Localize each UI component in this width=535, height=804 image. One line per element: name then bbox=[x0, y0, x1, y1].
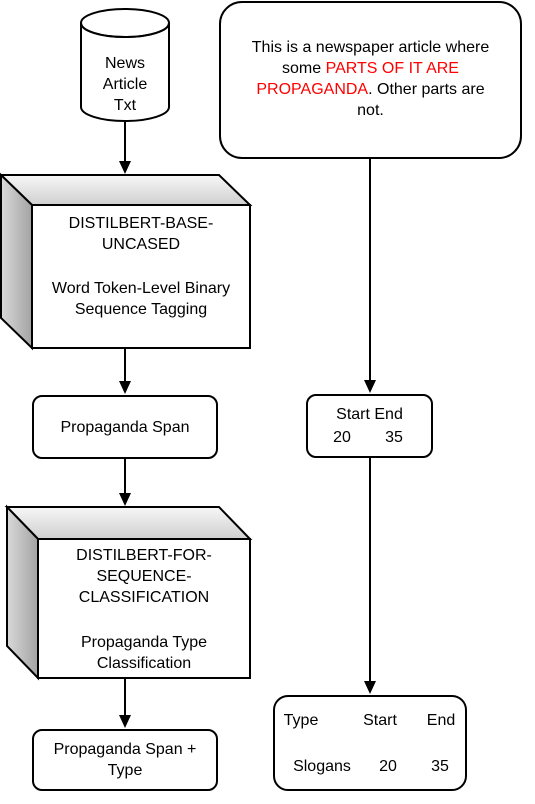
example-result-box bbox=[273, 695, 467, 791]
distilbert-seq-title-line-3: CLASSIFICATION bbox=[78, 589, 210, 606]
left-flow-arrows bbox=[119, 121, 131, 728]
span-type-box bbox=[32, 729, 218, 791]
distilbert-seq-title-line-1: DISTILBERT-FOR- bbox=[76, 547, 212, 564]
example-article-highlight-1: PARTS OF IT ARE bbox=[325, 60, 459, 77]
span-type-line-2: Type bbox=[107, 762, 143, 779]
database-label-line-3: Txt bbox=[113, 97, 137, 114]
news-article-database-label: News Article Txt bbox=[81, 53, 169, 116]
span-type-line-1: Propaganda Span + bbox=[53, 741, 197, 758]
distilbert-seq-title-line-2: SEQUENCE- bbox=[96, 568, 192, 585]
example-span-header: Start End bbox=[336, 406, 403, 423]
arrow-base-to-span-head bbox=[119, 381, 131, 394]
arrow-span-to-result-head bbox=[364, 681, 376, 694]
distilbert-base-box-front bbox=[31, 204, 251, 349]
distilbert-seq-box-front bbox=[37, 538, 251, 679]
example-article-line-3: PROPAGANDA. Other parts are bbox=[220, 79, 521, 100]
propaganda-span-label: Propaganda Span bbox=[60, 419, 190, 436]
arrow-seq-to-result-head bbox=[119, 715, 131, 728]
propaganda-span-box bbox=[32, 395, 218, 459]
distilbert-base-box-side bbox=[0, 172, 33, 351]
example-span-start: 20 bbox=[333, 429, 351, 446]
distilbert-seq-task-line-2: Classification bbox=[96, 655, 192, 672]
distilbert-base-title-line-2: UNCASED bbox=[101, 236, 181, 253]
distilbert-seq-box bbox=[4, 504, 253, 681]
distilbert-base-task-line-2: Sequence Tagging bbox=[74, 301, 208, 318]
database-label-line-1: News bbox=[104, 55, 145, 72]
distilbert-base-box-top bbox=[0, 174, 253, 206]
distilbert-seq-box-top bbox=[4, 506, 253, 540]
result-value-end: 35 bbox=[431, 758, 449, 775]
arrow-db-to-base-head bbox=[119, 161, 131, 174]
right-flow-arrows bbox=[364, 158, 376, 694]
result-value-start: 20 bbox=[379, 758, 397, 775]
result-value-type: Slogans bbox=[293, 758, 351, 775]
arrow-span-to-seq-head bbox=[119, 493, 131, 506]
example-article-line-4: not. bbox=[357, 102, 384, 119]
database-label-line-2: Article bbox=[102, 76, 148, 93]
database-rim bbox=[80, 22, 170, 38]
example-span-end: 35 bbox=[385, 429, 403, 446]
distilbert-seq-title: DISTILBERT-FOR- SEQUENCE- CLASSIFICATION bbox=[38, 545, 250, 608]
result-header-type: Type bbox=[283, 712, 319, 729]
example-article-line-2: some PARTS OF IT ARE bbox=[220, 58, 521, 79]
news-article-database bbox=[80, 8, 170, 122]
distilbert-base-box bbox=[0, 172, 253, 351]
distilbert-base-task-line-1: Word Token-Level Binary bbox=[51, 280, 231, 297]
example-article-line-1: This is a newspaper article where bbox=[251, 39, 490, 56]
distilbert-seq-task-line-1: Propaganda Type bbox=[80, 634, 208, 651]
example-article-line-2-plain: some bbox=[282, 60, 326, 77]
span-type-label: Propaganda Span + Type bbox=[33, 739, 217, 781]
example-article-text: This is a newspaper article where some P… bbox=[220, 37, 521, 121]
distilbert-base-title-line-1: DISTILBERT-BASE- bbox=[68, 215, 214, 232]
distilbert-seq-task: Propaganda Type Classification bbox=[38, 632, 250, 674]
example-article-line-3-plain: . Other parts are bbox=[368, 81, 485, 98]
example-article-highlight-2: PROPAGANDA bbox=[256, 81, 369, 98]
result-header-end: End bbox=[426, 712, 456, 729]
distilbert-base-task: Word Token-Level Binary Sequence Tagging bbox=[32, 278, 250, 320]
arrow-article-to-span-head bbox=[364, 380, 376, 393]
distilbert-base-title: DISTILBERT-BASE- UNCASED bbox=[32, 213, 250, 255]
result-header-start: Start bbox=[363, 712, 397, 729]
example-span-box bbox=[306, 394, 433, 458]
